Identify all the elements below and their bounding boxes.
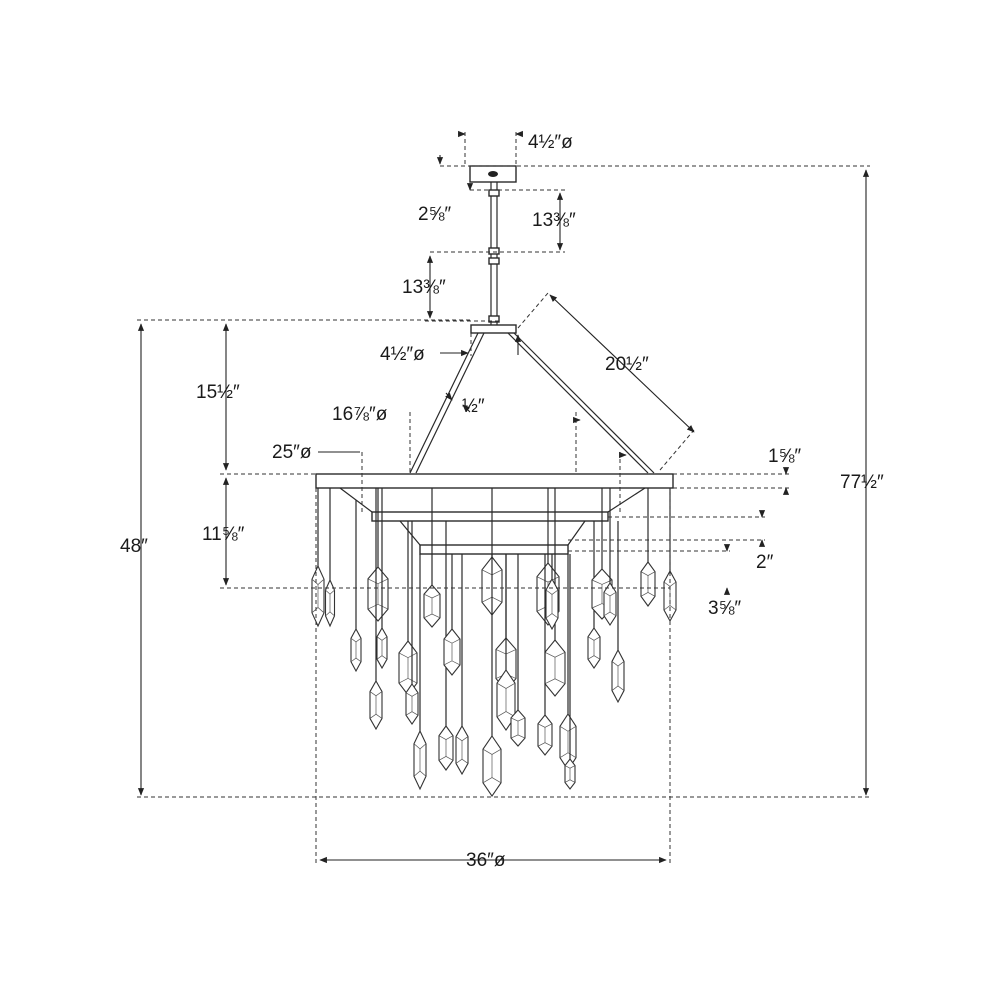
- outer-ring: [315, 473, 674, 489]
- middle-ring: [371, 511, 609, 522]
- top-height-label: 15½″: [196, 382, 240, 403]
- hub-diameter-label: 4½″ø: [380, 344, 425, 365]
- hub: [470, 324, 517, 334]
- dimension-labels: 4½″ø 2⅝″ 13⅜″ 13⅜″ 4½″ø ½″ 20½″ 15½″ 16⅞…: [120, 132, 884, 871]
- stem-section-2-label: 13⅜″: [402, 277, 446, 298]
- mid-ring-diameter-label: 25″ø: [272, 442, 312, 463]
- drop-height-label: 11⅝″: [202, 524, 245, 545]
- fixture-height-label: 48″: [120, 536, 148, 557]
- dimension-lines: [137, 130, 870, 865]
- fixture-drawing: [311, 165, 677, 797]
- overall-height-label: 77½″: [840, 472, 884, 493]
- overall-diameter-label: 36″ø: [466, 850, 506, 871]
- arm-length-label: 20½″: [605, 354, 649, 375]
- lower-gap-label: 3⅝″: [708, 598, 741, 619]
- crystal-drops: [311, 488, 677, 797]
- stem: [488, 182, 500, 325]
- stem-section-1-label: 13⅜″: [532, 210, 576, 231]
- ring-gap-label: 2″: [756, 552, 774, 573]
- ring-height-label: 1⅝″: [768, 446, 801, 467]
- inner-ring-diameter-label: 16⅞″ø: [332, 404, 388, 425]
- canopy-diameter-label: 4½″ø: [528, 132, 573, 153]
- inner-ring: [419, 544, 569, 555]
- canopy-offset-label: 2⅝″: [418, 204, 451, 225]
- arm-thickness-label: ½″: [462, 396, 485, 417]
